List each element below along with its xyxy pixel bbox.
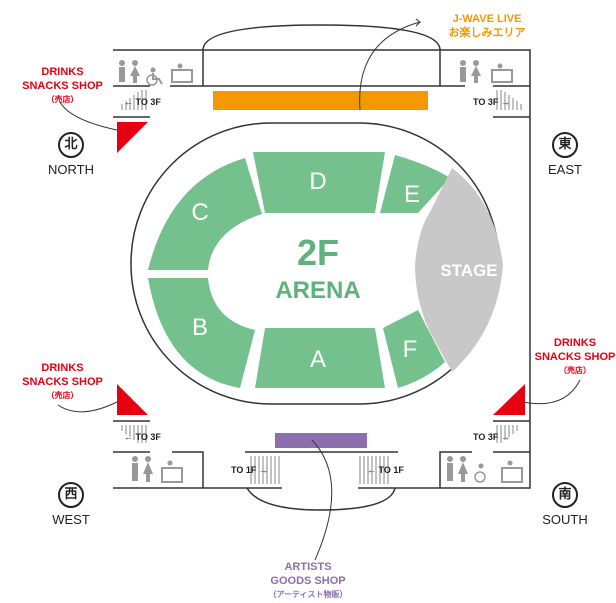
section-b-area [148,278,255,388]
stairs-to-1f-east: ← TO 1F [367,465,404,475]
section-d-area [253,152,385,213]
section-d-label[interactable]: D [309,168,327,195]
section-a-label[interactable]: A [309,346,327,373]
goods-shop-area [275,433,367,448]
restroom-icons [119,60,523,483]
bottom-curve [246,487,396,511]
section-f-area [383,310,445,388]
north-icon: 北 [58,132,84,158]
drinks-pointer-sw [57,401,118,413]
building-outline [113,49,531,489]
section-a-area [255,328,385,388]
jwave-pointer [359,18,422,111]
restroom-icon-ne [460,60,513,83]
section-e-label[interactable]: E [403,181,421,208]
drinks-shop-marker-se [493,384,525,415]
drinks-shop-marker-sw [117,384,148,415]
stairs-to-1f-west: TO 1F → [231,465,268,475]
stairs-hatching [121,90,522,484]
stairs-to-3f-nw: ← TO 3F [124,97,161,107]
restroom-icon-sw [132,456,183,483]
restroom-icon-nw [119,60,193,86]
section-b-label[interactable]: B [191,314,209,341]
drinks-pointer-nw [59,101,118,131]
section-c-area [148,158,262,270]
floor-label: 2F [296,232,340,273]
stage-label: STAGE [440,261,498,280]
west-icon: 西 [58,482,84,508]
goods-pointer [311,439,333,561]
south-icon: 南 [552,482,578,508]
jwave-area [213,91,428,110]
section-c-label[interactable]: C [191,199,209,226]
drinks-shop-marker-nw [117,122,148,153]
stairs-to-3f-ne: TO 3F → [473,97,510,107]
section-f-label[interactable]: F [402,336,418,363]
stairs-to-3f-se: TO 3F → [473,432,510,442]
stairs-to-3f-sw: ← TO 3F [124,432,161,442]
restroom-icon-se [447,456,523,483]
stage-area [415,168,503,372]
drinks-pointer-se [522,379,581,405]
east-icon: 東 [552,132,578,158]
top-bump [202,24,441,51]
section-e-area [380,155,450,213]
arena-label: ARENA [275,277,361,304]
